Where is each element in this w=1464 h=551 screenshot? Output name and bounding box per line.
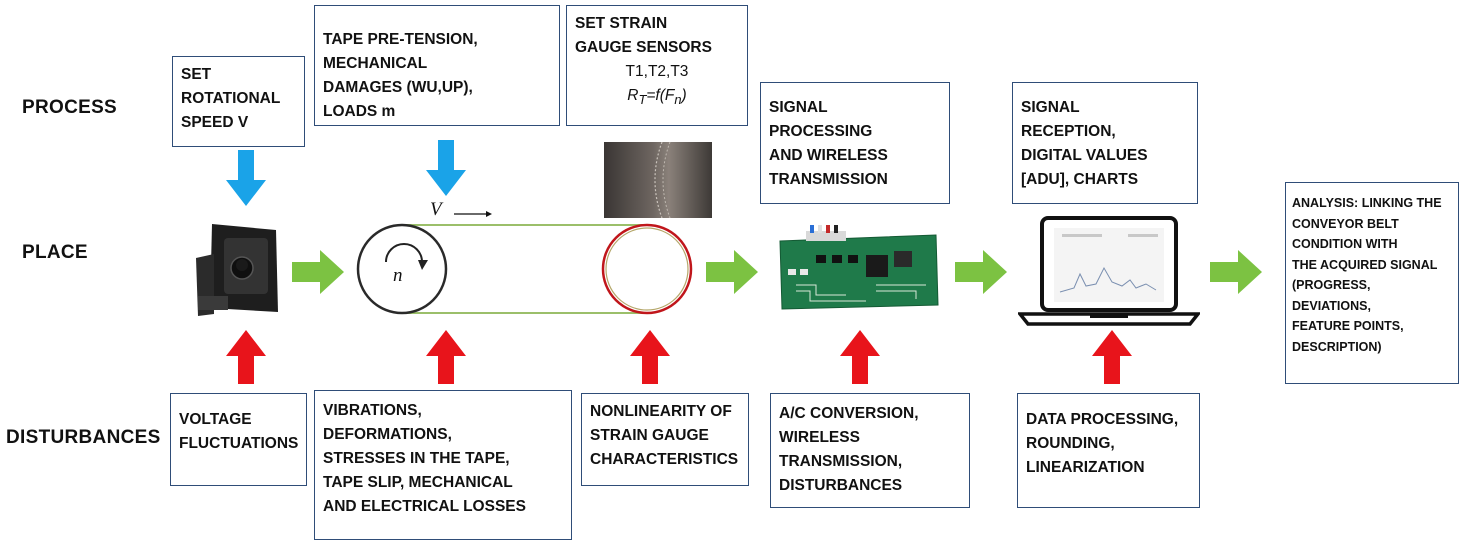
disturbance-vibrations-line-3: STRESSES IN THE TAPE, bbox=[323, 450, 510, 467]
process-reception-line-4: [ADU], CHARTS bbox=[1021, 171, 1139, 188]
conveyor-belt-diagram bbox=[356, 211, 693, 315]
analysis-line-6: DEVIATIONS, bbox=[1292, 298, 1371, 313]
disturbance-box-data: DATA PROCESSING, ROUNDING, LINEARIZATION bbox=[1017, 393, 1200, 508]
process-signal-line-4: TRANSMISSION bbox=[769, 171, 888, 188]
formula-subscript: n bbox=[674, 92, 682, 108]
disturbance-nonlinearity-line-3: CHARACTERISTICS bbox=[590, 451, 739, 468]
process-box-tape: TAPE PRE-TENSION, MECHANICAL DAMAGES (WU… bbox=[314, 5, 560, 126]
disturbance-vibrations-line-4: TAPE SLIP, MECHANICAL bbox=[323, 474, 513, 491]
analysis-box: ANALYSIS: LINKING THE CONVEYOR BELT COND… bbox=[1285, 182, 1459, 384]
analysis-line-5: (PROGRESS, bbox=[1292, 278, 1371, 292]
process-tape-line-4: LOADS m bbox=[323, 103, 396, 120]
process-box-reception: SIGNAL RECEPTION, DIGITAL VALUES [ADU], … bbox=[1012, 82, 1198, 204]
process-signal-line-3: AND WIRELESS bbox=[769, 147, 888, 164]
process-strain-line-2: GAUGE SENSORS bbox=[575, 39, 712, 56]
process-reception-line-2: RECEPTION, bbox=[1021, 123, 1116, 140]
row-label-process: PROCESS bbox=[22, 97, 118, 118]
disturbance-box-nonlinearity: NONLINEARITY OF STRAIN GAUGE CHARACTERIS… bbox=[581, 393, 749, 486]
disturbance-box-voltage: VOLTAGE FLUCTUATIONS bbox=[170, 393, 307, 486]
process-speed-line-1: SET bbox=[181, 66, 212, 83]
analysis-line-8: DESCRIPTION) bbox=[1292, 339, 1382, 354]
disturbance-voltage-line-1: VOLTAGE bbox=[179, 411, 252, 428]
process-tape-line-2: MECHANICAL bbox=[323, 55, 428, 72]
analysis-line-4: THE ACQUIRED SIGNAL bbox=[1292, 257, 1438, 272]
formula-text: RT=f(Fn) bbox=[627, 87, 687, 108]
red-arrow-vibrations bbox=[426, 330, 466, 384]
motor-controller-image bbox=[190, 220, 280, 320]
disturbance-box-vibrations: VIBRATIONS, DEFORMATIONS, STRESSES IN TH… bbox=[314, 390, 572, 540]
disturbance-vibrations-line-1: VIBRATIONS, bbox=[323, 402, 422, 419]
process-strain-sensors: T1,T2,T3 bbox=[625, 63, 689, 80]
speed-label: V bbox=[430, 199, 442, 220]
analysis-line-1: ANALYSIS: LINKING THE bbox=[1292, 196, 1442, 210]
process-signal-line-2: PROCESSING bbox=[769, 123, 873, 140]
row-label-disturbances: DISTURBANCES bbox=[6, 427, 161, 448]
disturbance-conversion-line-1: A/C CONVERSION, bbox=[779, 405, 919, 422]
green-arrow-4 bbox=[1210, 250, 1262, 294]
rotation-arc bbox=[385, 243, 423, 263]
disturbance-box-conversion: A/C CONVERSION, WIRELESS TRANSMISSION, D… bbox=[770, 393, 970, 508]
process-box-strain: SET STRAIN GAUGE SENSORS T1,T2,T3 RT=f(F… bbox=[566, 5, 748, 126]
disturbance-conversion-line-3: TRANSMISSION, bbox=[779, 453, 903, 470]
disturbance-data-line-2: ROUNDING, bbox=[1026, 435, 1115, 452]
process-tape-line-1: TAPE PRE-TENSION, bbox=[323, 31, 478, 48]
row-label-place: PLACE bbox=[22, 242, 88, 263]
blue-arrow-speed bbox=[226, 150, 266, 206]
process-speed-line-2: ROTATIONAL bbox=[181, 90, 281, 107]
circuit-board-image bbox=[779, 225, 939, 310]
red-arrow-nonlinearity bbox=[630, 330, 670, 384]
process-box-signal: SIGNAL PROCESSING AND WIRELESS TRANSMISS… bbox=[760, 82, 950, 204]
analysis-line-7: FEATURE POINTS, bbox=[1292, 319, 1404, 333]
drive-pulley bbox=[356, 223, 448, 315]
analysis-line-2: CONVEYOR BELT bbox=[1292, 216, 1399, 231]
disturbance-conversion-line-4: DISTURBANCES bbox=[779, 477, 903, 494]
red-arrow-data bbox=[1092, 330, 1132, 384]
process-box-speed: SET ROTATIONAL SPEED V bbox=[172, 56, 305, 147]
process-reception-line-3: DIGITAL VALUES bbox=[1021, 147, 1148, 164]
laptop-image bbox=[1018, 216, 1200, 326]
formula-subscript: T bbox=[638, 92, 647, 108]
disturbance-conversion-line-2: WIRELESS bbox=[779, 429, 860, 446]
process-signal-line-1: SIGNAL bbox=[769, 99, 828, 116]
disturbance-data-line-1: DATA PROCESSING, bbox=[1026, 411, 1179, 428]
red-arrow-voltage bbox=[226, 330, 266, 384]
analysis-line-3: CONDITION WITH bbox=[1292, 237, 1398, 251]
strain-gauge-tape-image bbox=[604, 142, 712, 218]
tail-pulley bbox=[601, 223, 693, 315]
process-reception-line-1: SIGNAL bbox=[1021, 99, 1080, 116]
process-speed-line-3: SPEED V bbox=[181, 114, 249, 131]
disturbance-nonlinearity-line-2: STRAIN GAUGE bbox=[590, 427, 709, 444]
disturbance-vibrations-line-5: AND ELECTRICAL LOSSES bbox=[323, 498, 526, 515]
green-arrow-1 bbox=[292, 250, 344, 294]
disturbance-data-line-3: LINEARIZATION bbox=[1026, 459, 1145, 476]
red-arrow-conversion bbox=[840, 330, 880, 384]
process-strain-formula: RT=f(Fn) bbox=[575, 84, 739, 112]
green-arrow-3 bbox=[955, 250, 1007, 294]
blue-arrow-tape bbox=[426, 140, 466, 196]
green-arrow-2 bbox=[706, 250, 758, 294]
disturbance-nonlinearity-line-1: NONLINEARITY OF bbox=[590, 403, 732, 420]
process-strain-line-1: SET STRAIN bbox=[575, 15, 668, 32]
rotation-label: n bbox=[393, 265, 403, 286]
process-tape-line-3: DAMAGES (WU,UP), bbox=[323, 79, 473, 96]
disturbance-voltage-line-2: FLUCTUATIONS bbox=[179, 435, 299, 452]
disturbance-vibrations-line-2: DEFORMATIONS, bbox=[323, 426, 452, 443]
